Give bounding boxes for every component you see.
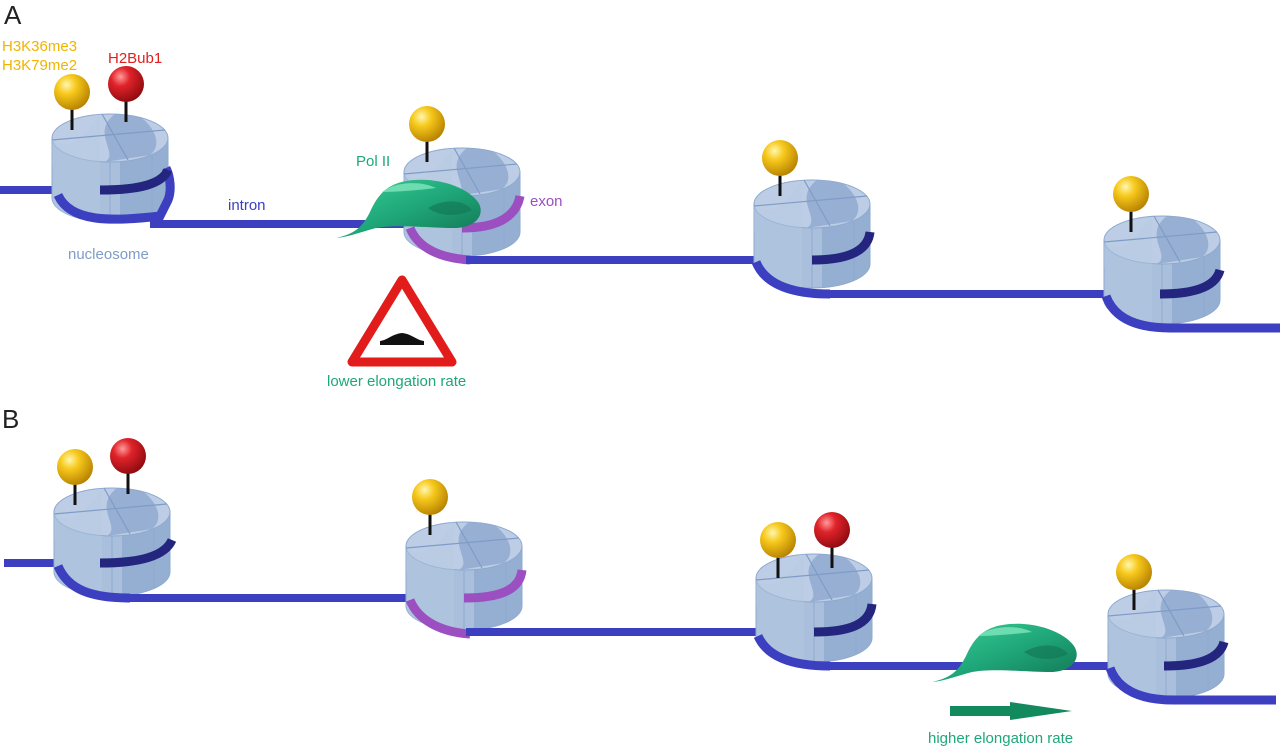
dna-wrap [1101, 294, 1280, 333]
dna-wrap-back [1159, 268, 1225, 299]
panel-b: B higher elongat [2, 404, 1276, 747]
higher-rate-label: higher elongation rate [928, 730, 1073, 747]
dna-wrap [753, 633, 831, 671]
dna-wrap-back [813, 603, 877, 637]
h2bub1-label: H2Bub1 [108, 50, 162, 67]
nucleosome [755, 553, 873, 663]
exon-wrap [405, 226, 471, 265]
dna-wrap-back [99, 537, 177, 568]
nucleosome [1103, 215, 1221, 325]
h3k36me3-label: H3K36me3 [2, 38, 77, 55]
arrow-right-icon [950, 702, 1072, 720]
dna-wrap [53, 165, 175, 224]
dna-wrap [1105, 666, 1276, 705]
pol2-icon [932, 623, 1077, 682]
dna-wrap-back [811, 231, 875, 265]
nucleosome-label: nucleosome [68, 246, 149, 263]
panel-a-label: A [4, 0, 22, 30]
panel-b-label: B [2, 404, 19, 434]
h3k79me2-label: H3K79me2 [2, 57, 77, 74]
dna-wrap-back [1163, 640, 1229, 671]
nucleosome [1107, 589, 1225, 699]
lower-rate-label: lower elongation rate [327, 373, 466, 390]
panel-a: A [0, 0, 1280, 390]
pol2-label: Pol II [356, 153, 390, 170]
speed-bump-warning-icon [347, 275, 457, 367]
exon-wrap-back [461, 194, 525, 233]
exon-wrap-back [463, 569, 527, 603]
dna-wrap [751, 260, 831, 299]
intron-label: intron [228, 197, 266, 214]
dna-wrap-back [99, 167, 173, 195]
red-marker-icon [108, 436, 148, 496]
exon-label: exon [530, 193, 563, 210]
nucleosome [753, 179, 871, 289]
exon-wrap [405, 598, 471, 639]
dna-wrap [53, 564, 131, 603]
